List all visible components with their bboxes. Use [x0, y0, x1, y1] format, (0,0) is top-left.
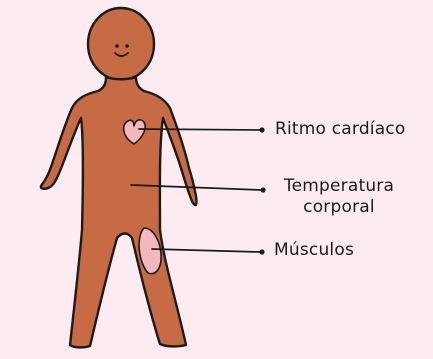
muscles-leader — [152, 249, 260, 252]
right-eye — [125, 44, 129, 48]
head — [88, 8, 154, 80]
heart-rate-leader-dot — [259, 127, 264, 132]
label-body-temperature: Temperatura corporal — [272, 176, 406, 218]
label-heart-rate: Ritmo cardíaco — [275, 119, 406, 140]
label-body-temperature-line2: corporal — [272, 197, 406, 218]
label-body-temperature-line1: Temperatura — [272, 176, 406, 197]
temperature-leader-dot — [260, 187, 265, 192]
muscles-leader-dot — [259, 249, 264, 254]
body-silhouette — [41, 77, 197, 347]
label-muscles: Músculos — [274, 240, 354, 261]
left-eye — [115, 44, 119, 48]
heart-rate-leader — [139, 129, 260, 130]
